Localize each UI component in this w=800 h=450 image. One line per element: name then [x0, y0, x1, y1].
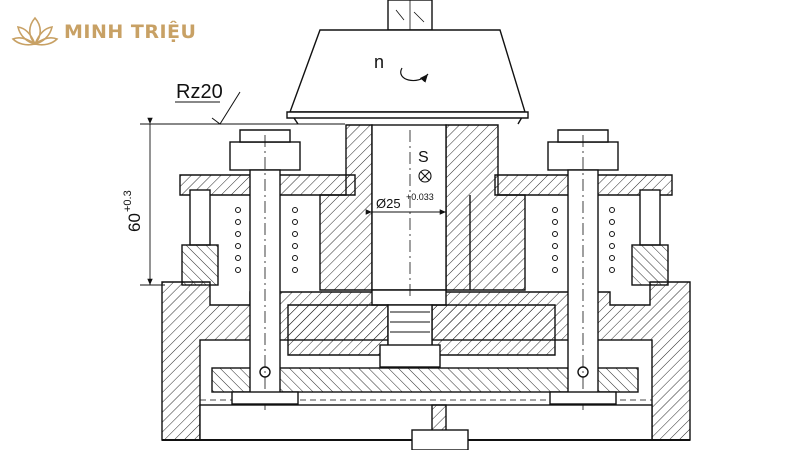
- rotation-label: n: [374, 52, 384, 72]
- height-dimension: [140, 117, 345, 286]
- height-tolerance: +0.3: [122, 190, 134, 212]
- spindle-shaft: [387, 0, 433, 31]
- brand-logo: [10, 12, 230, 52]
- spring-right: [552, 207, 615, 273]
- diameter-tolerance: +0.033: [406, 192, 434, 202]
- feed-symbol: [418, 169, 432, 183]
- center-body: [319, 124, 526, 306]
- height-label: 60: [125, 213, 144, 232]
- feed-label: S: [418, 149, 429, 166]
- bottom-stem: [411, 404, 469, 450]
- brand-name: MINH TRIỆU: [64, 21, 197, 43]
- lotus-icon: [11, 16, 59, 46]
- roughness-leader: [175, 91, 241, 125]
- diameter-label: Ø25: [376, 196, 401, 211]
- left-clamp-bolt: [229, 129, 301, 410]
- right-clamp-bolt: [547, 129, 619, 410]
- tool-head: [286, 29, 529, 125]
- roughness-label: Rz20: [176, 81, 223, 103]
- middle-plate: [287, 304, 556, 368]
- guide-pin-left: [181, 189, 219, 286]
- spring-left: [235, 207, 298, 273]
- guide-pin-right: [631, 189, 669, 286]
